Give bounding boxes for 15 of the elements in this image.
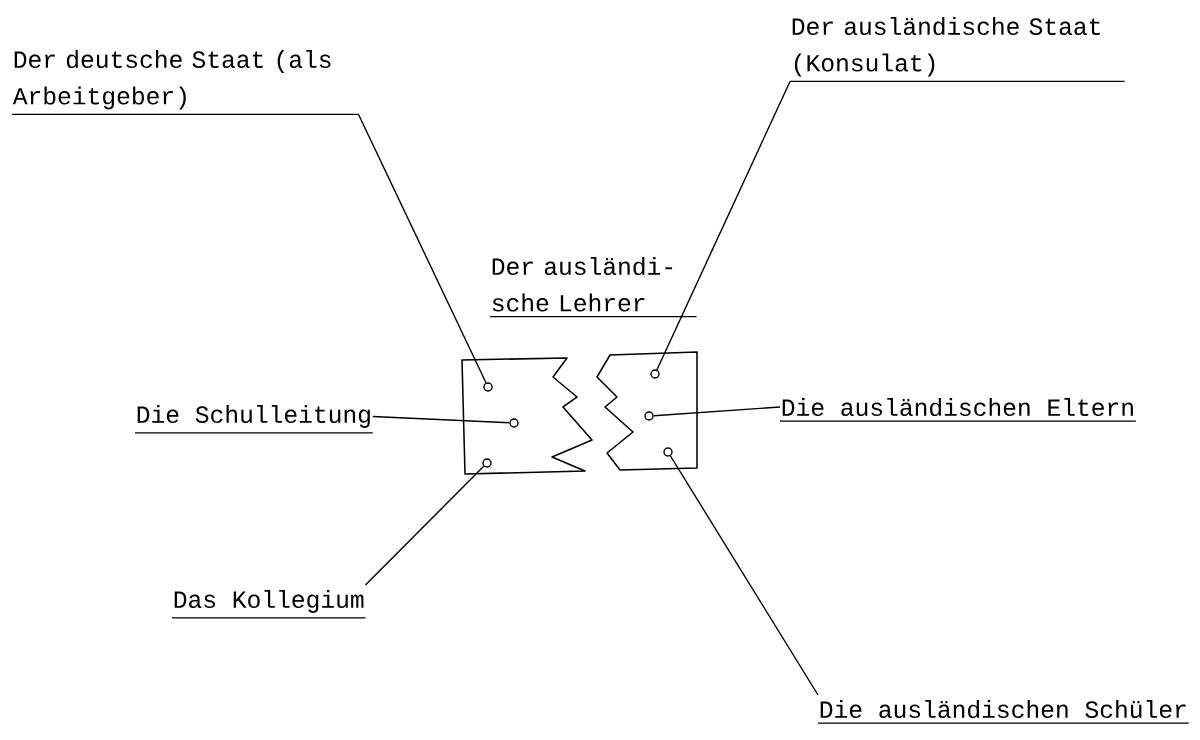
label-text: Das Kollegium	[171, 590, 367, 619]
caption-text: Der ausländi- sche Lehrer	[489, 256, 698, 318]
leader-line	[669, 455, 819, 696]
leader-line	[357, 113, 487, 384]
leader-line	[364, 465, 485, 586]
label-text: Der deutsche Staat (als Arbeitgeber)	[11, 49, 360, 116]
leader-line	[656, 80, 791, 371]
torn-box-half	[596, 351, 698, 471]
label-text: Der ausländische Staat (Konsulat)	[789, 16, 1126, 83]
label-text: Die ausländischen Schüler	[817, 700, 1190, 724]
label-text: Die ausländischen Eltern	[779, 398, 1137, 422]
leader-line	[372, 415, 510, 424]
label-text: Die Schulleitung	[134, 405, 374, 434]
torn-box-half	[461, 357, 593, 475]
leader-line	[653, 406, 781, 417]
